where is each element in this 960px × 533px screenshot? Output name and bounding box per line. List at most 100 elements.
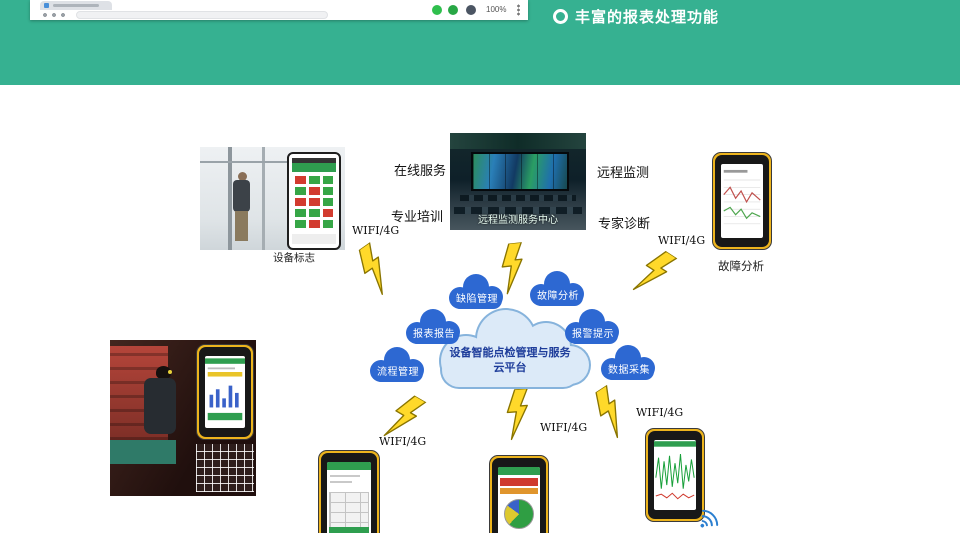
confirm-bar xyxy=(329,527,369,533)
address-bar[interactable] xyxy=(76,11,328,19)
text-line xyxy=(330,481,352,483)
photo-control-room: 远程监测服务中心 xyxy=(450,133,586,230)
waveform-graphic xyxy=(654,441,696,509)
cloud-process-management: 流程管理 xyxy=(367,346,429,388)
lightning-bolt-icon xyxy=(501,241,523,295)
lightning-bolt-icon xyxy=(506,388,528,441)
label-wifi-4g: WIFI/4G xyxy=(352,224,400,237)
label-wifi-4g: WIFI/4G xyxy=(658,234,706,247)
caption-fault-analysis: 故障分析 xyxy=(718,259,764,273)
phone-screen xyxy=(327,462,371,533)
person-legs xyxy=(235,211,248,241)
app-header xyxy=(327,462,371,470)
center-cloud-line2: 云平台 xyxy=(493,361,527,374)
cloud-shape xyxy=(601,345,655,380)
phone-body xyxy=(199,347,251,437)
browser-nav-buttons[interactable] xyxy=(42,13,68,17)
status-band-red xyxy=(500,478,538,486)
phone-body xyxy=(492,458,546,533)
app-header xyxy=(498,467,540,475)
tab-favicon-icon xyxy=(44,3,49,8)
numeric-keypad xyxy=(329,492,369,533)
status-band-orange xyxy=(500,488,538,494)
tab-title xyxy=(53,4,99,7)
banner-title: 丰富的报表处理功能 xyxy=(575,9,720,26)
lightning-bolt-icon xyxy=(632,250,678,291)
label-online-service: 在线服务 xyxy=(394,164,447,179)
bullet-ring-icon xyxy=(553,9,568,24)
browser-menu-icon[interactable] xyxy=(517,4,520,16)
glass-frame xyxy=(200,161,292,163)
trend-chart-graphic xyxy=(721,167,763,235)
cloud-data-collection: 数据采集 xyxy=(598,344,660,386)
phone-screen xyxy=(654,440,696,510)
cloud-shape xyxy=(406,309,460,344)
banner: 100% 丰富的报表处理功能 xyxy=(0,0,960,85)
cloud-shape xyxy=(439,308,591,389)
control-room-desks xyxy=(460,195,576,201)
wifi-signal-icon xyxy=(700,509,719,528)
cloud-shape xyxy=(370,347,424,382)
person-body xyxy=(233,180,250,212)
person-head xyxy=(238,172,247,181)
rugged-phone-keypad xyxy=(318,450,380,533)
wire-rack xyxy=(196,444,254,492)
center-cloud-platform: 设备智能点检管理与服务 云平台 xyxy=(424,303,596,401)
cloud-shape xyxy=(449,274,503,309)
phone-screen xyxy=(721,164,763,238)
cloud-label: 流程管理 xyxy=(377,367,419,378)
center-cloud-line1: 设备智能点检管理与服务 xyxy=(449,346,571,359)
lightning-bolt-icon xyxy=(358,241,383,295)
rugged-phone-waveform xyxy=(645,428,705,522)
lightning-bolt-icon xyxy=(595,384,619,439)
control-room-video-wall xyxy=(471,152,569,191)
photo-field-worker xyxy=(110,340,256,496)
app-screenshot-phone xyxy=(287,152,341,250)
photo-person-glass-door xyxy=(200,147,345,250)
phone-body xyxy=(321,453,377,533)
phone-screen xyxy=(498,467,540,533)
label-wifi-4g: WIFI/4G xyxy=(636,406,684,419)
caption-device-label: 设备标志 xyxy=(273,252,315,264)
cloud-report: 报表报告 xyxy=(403,308,465,350)
profile-avatar[interactable] xyxy=(466,5,476,15)
cloud-label: 报表报告 xyxy=(413,329,455,340)
browser-screenshot-strip: 100% xyxy=(30,0,528,20)
cloud-label: 故障分析 xyxy=(537,291,579,302)
label-training: 专业培训 xyxy=(391,210,444,225)
cloud-alarm: 报警提示 xyxy=(562,308,624,350)
control-room-ceiling xyxy=(450,133,586,149)
phone-screen xyxy=(205,356,245,428)
text-line xyxy=(330,475,360,477)
cloud-label: 数据采集 xyxy=(608,365,650,376)
label-wifi-4g: WIFI/4G xyxy=(379,435,427,448)
glass-frame xyxy=(228,147,232,250)
phone-body xyxy=(648,431,702,519)
zoom-level[interactable]: 100% xyxy=(486,5,507,14)
status-grid-graphic xyxy=(292,158,336,244)
label-wifi-4g: WIFI/4G xyxy=(540,421,588,434)
worker-body xyxy=(144,378,176,434)
chart-app-graphic xyxy=(205,358,245,426)
rugged-phone-pie-chart xyxy=(489,455,549,533)
control-room-desks xyxy=(454,207,582,214)
lightning-bolt-icon xyxy=(383,395,427,437)
worker-helmet xyxy=(156,366,171,379)
glass-frame xyxy=(262,147,265,250)
cloud-shape xyxy=(530,271,584,306)
pie-chart xyxy=(504,499,534,529)
extension-icon[interactable] xyxy=(448,5,458,15)
label-remote-monitoring: 远程监测 xyxy=(597,166,650,181)
center-cloud-text: 设备智能点检管理与服务 云平台 xyxy=(424,345,596,375)
cloud-fault-analysis: 故障分析 xyxy=(527,270,589,312)
headlamp xyxy=(168,370,172,374)
rugged-phone-top-right xyxy=(712,152,772,250)
cloud-defect-management: 缺陷管理 xyxy=(446,273,508,315)
phone-body xyxy=(715,155,769,247)
rugged-phone-inset xyxy=(196,344,254,440)
cloud-shape xyxy=(565,309,619,344)
extension-icon[interactable] xyxy=(432,5,442,15)
control-room-caption: 远程监测服务中心 xyxy=(478,215,558,226)
banner-title-row: 丰富的报表处理功能 xyxy=(553,6,719,27)
